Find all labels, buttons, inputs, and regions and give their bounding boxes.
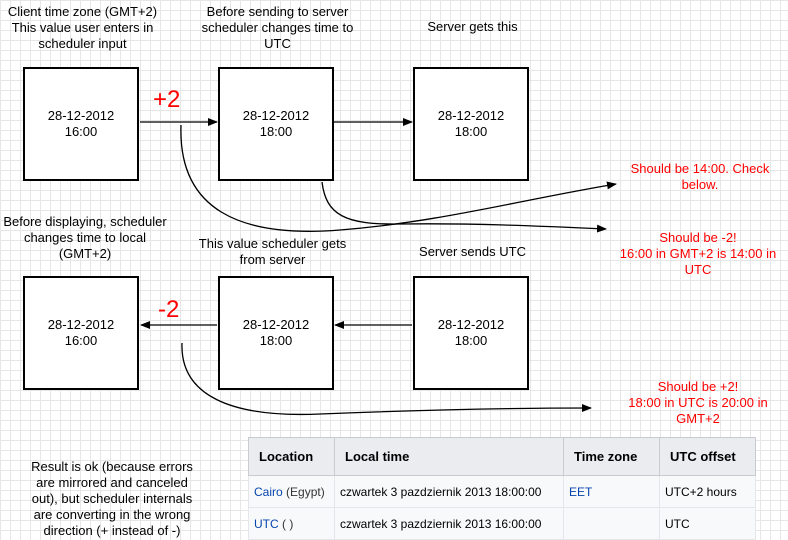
op-minus-two: -2 xyxy=(158,296,180,323)
cell-local-time: czwartek 3 pazdziernik 2013 16:00:00 xyxy=(334,507,564,540)
table-header-row: Location Local time Time zone UTC offset xyxy=(248,437,756,476)
cell-location: UTC ( ) xyxy=(248,507,335,540)
note-check-below: Should be 14:00. Check below. xyxy=(630,161,770,192)
node-server-receives: 28-12-2012 18:00 xyxy=(413,67,529,181)
table-row: UTC ( ) czwartek 3 pazdziernik 2013 16:0… xyxy=(248,507,756,540)
node-client-input: 28-12-2012 16:00 xyxy=(23,67,139,181)
city-link[interactable]: Cairo xyxy=(254,484,283,499)
curve-n2-to-minus-note xyxy=(321,181,607,233)
label-client-tz: Client time zone (GMT+2) This value user… xyxy=(7,4,158,51)
cell-location: Cairo (Egypt) xyxy=(248,475,335,508)
label-server-sends: Server sends UTC xyxy=(419,244,526,259)
timezone-table: Location Local time Time zone UTC offset… xyxy=(248,437,756,540)
label-value-gets: This value scheduler gets from server xyxy=(198,236,347,267)
node-received-from-server: 28-12-2012 18:00 xyxy=(218,276,334,390)
table-row: Cairo (Egypt) czwartek 3 pazdziernik 201… xyxy=(248,475,756,508)
node-converted-utc: 28-12-2012 18:00 xyxy=(218,67,334,181)
note-result: Result is ok (because errors are mirrore… xyxy=(31,459,193,538)
country-label: ( ) xyxy=(282,516,294,531)
col-local-time: Local time xyxy=(334,437,564,476)
cell-time-zone xyxy=(563,507,660,540)
city-link[interactable]: UTC xyxy=(254,516,279,531)
tz-link[interactable]: EET xyxy=(569,484,593,499)
label-server-gets: Server gets this xyxy=(427,19,518,34)
node-displayed-local: 28-12-2012 16:00 xyxy=(23,276,139,390)
label-before-display: Before displaying, scheduler changes tim… xyxy=(3,214,167,261)
cell-utc-offset: UTC xyxy=(659,507,756,540)
cell-time-zone: EET xyxy=(563,475,660,508)
label-before-send: Before sending to server scheduler chang… xyxy=(201,4,354,51)
curve-plus-to-check xyxy=(180,124,617,232)
col-utc-offset: UTC offset xyxy=(659,437,756,476)
col-time-zone: Time zone xyxy=(563,437,660,476)
op-plus-two: +2 xyxy=(153,86,181,113)
node-server-sends-utc: 28-12-2012 18:00 xyxy=(413,276,529,390)
country-label: (Egypt) xyxy=(286,484,325,499)
curve-minus-to-plus-note xyxy=(181,342,592,416)
cell-utc-offset: UTC+2 hours xyxy=(659,475,756,508)
note-should-be-plus: Should be +2! 18:00 in UTC is 20:00 in G… xyxy=(628,379,768,426)
note-should-be-minus: Should be -2! 16:00 in GMT+2 is 14:00 in… xyxy=(619,230,777,277)
col-location: Location xyxy=(248,437,335,476)
cell-local-time: czwartek 3 pazdziernik 2013 18:00:00 xyxy=(334,475,564,508)
